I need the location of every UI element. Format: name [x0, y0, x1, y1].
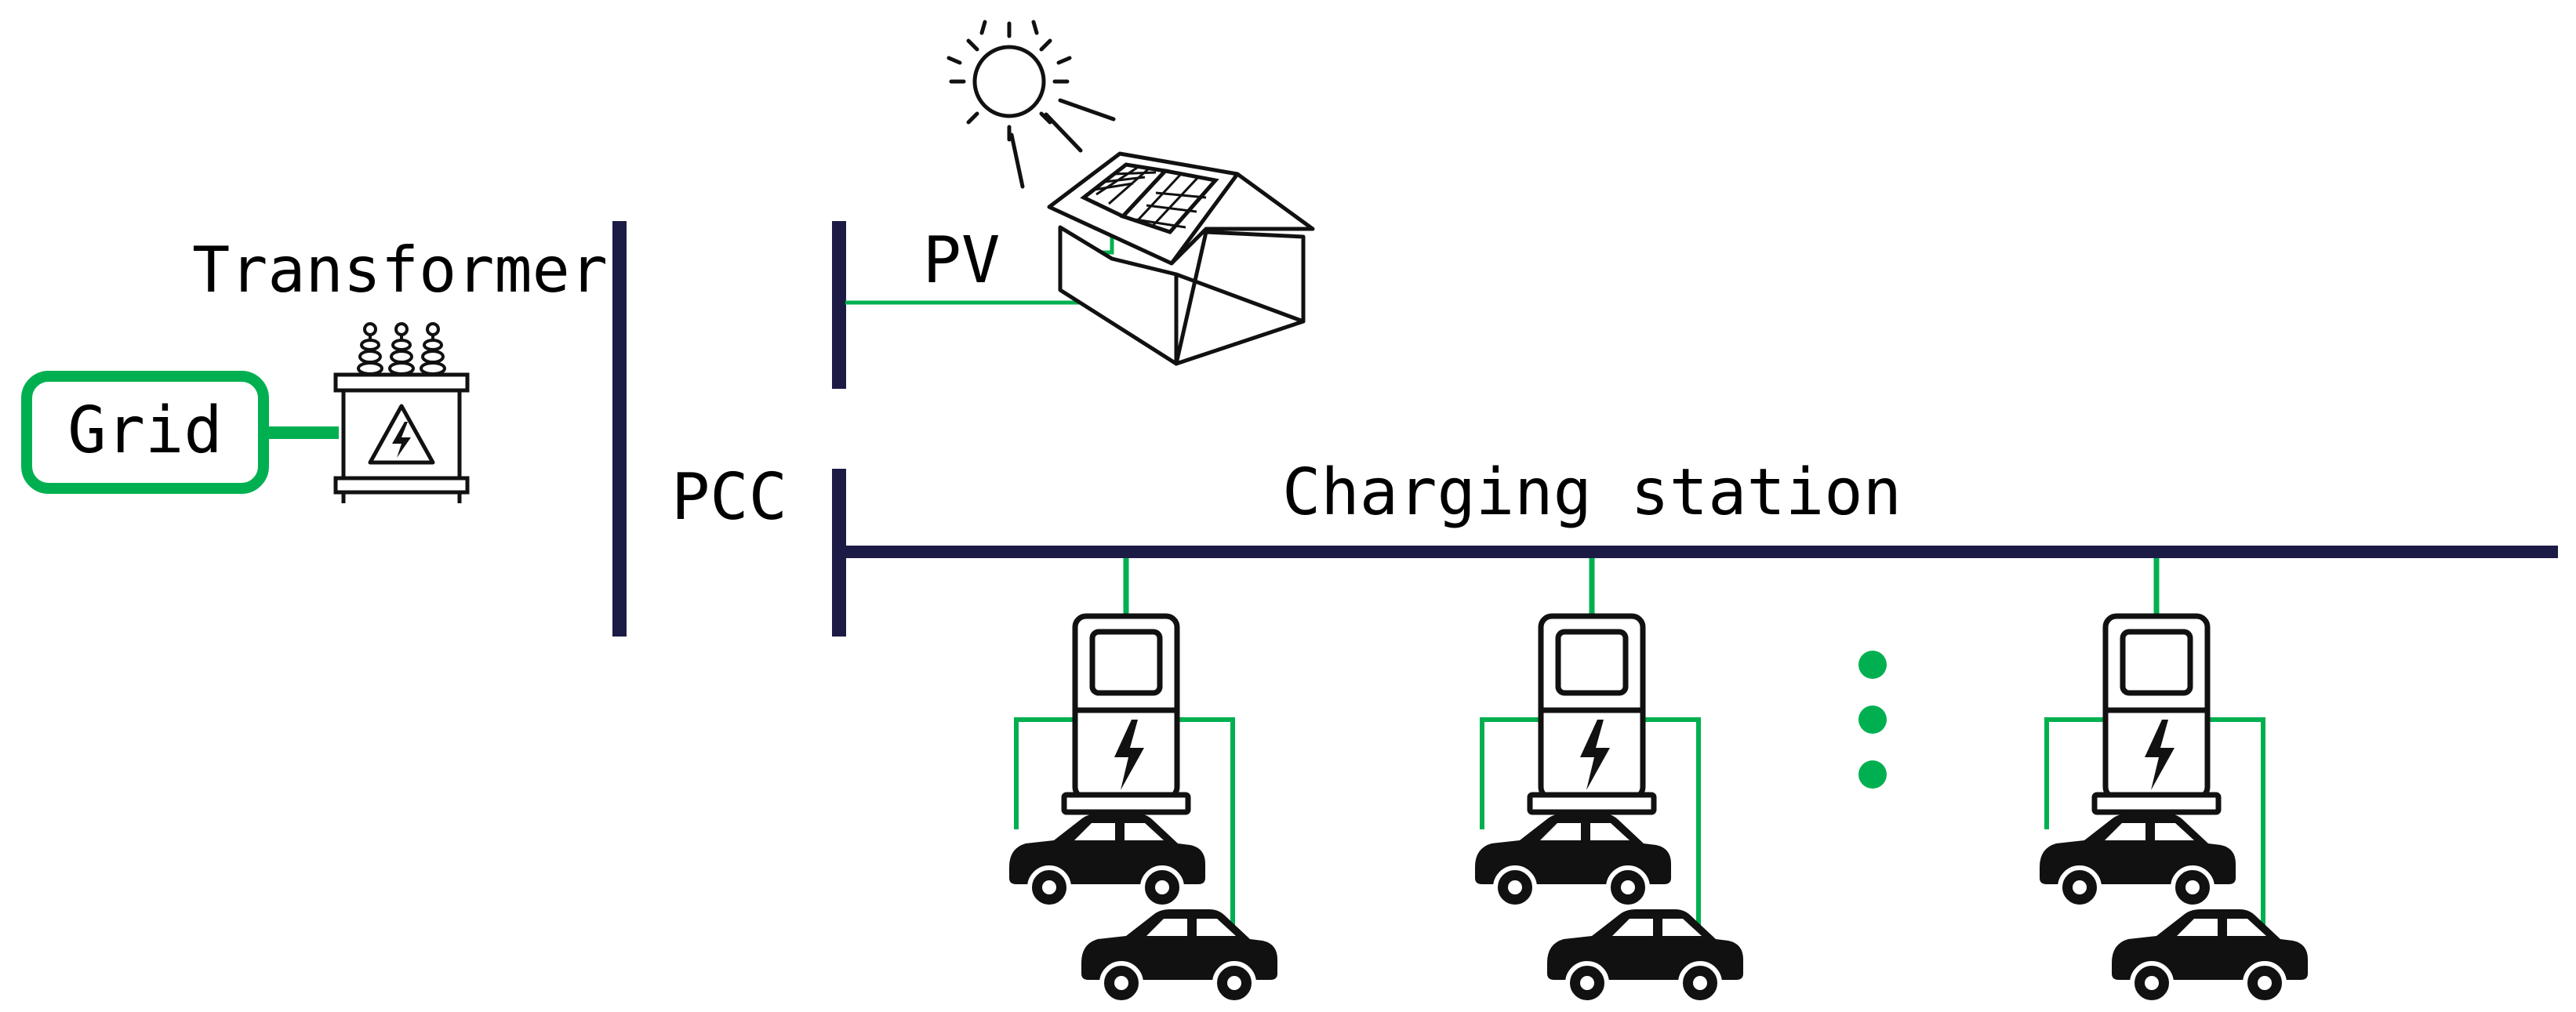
car-icon: [1475, 814, 1671, 907]
pv-label: PV: [923, 223, 1001, 298]
grid-label: Grid: [67, 394, 222, 468]
pcc-label: PCC: [671, 460, 787, 535]
ev-charger-icon: [1530, 616, 1654, 812]
sun-icon: [946, 20, 1116, 189]
ellipsis-dots: [1858, 651, 1887, 789]
charger-unit: [2040, 616, 2308, 1003]
charging-station-label: Charging station: [1282, 455, 1902, 530]
ev-charger-icon: [1064, 616, 1188, 812]
car-icon: [1009, 814, 1205, 907]
transformer-label: Transformer: [192, 234, 608, 307]
solar-panel-icon: [1080, 162, 1219, 234]
charging-cable: [2207, 717, 2265, 925]
charging-cable: [1014, 717, 1078, 829]
car-icon: [1547, 909, 1743, 1003]
charging-cable: [1177, 717, 1235, 925]
charger-unit: [1475, 616, 1743, 1003]
transformer-icon: [333, 322, 470, 503]
ev-charger-icon: [2095, 616, 2218, 812]
charging-cable: [1643, 717, 1701, 925]
car-icon: [2112, 909, 2308, 1003]
car-icon: [2040, 814, 2236, 907]
charger-unit: [1009, 616, 1277, 1003]
charging-cable: [2044, 717, 2109, 829]
charging-cable: [1480, 717, 1544, 829]
car-icon: [1081, 909, 1277, 1003]
